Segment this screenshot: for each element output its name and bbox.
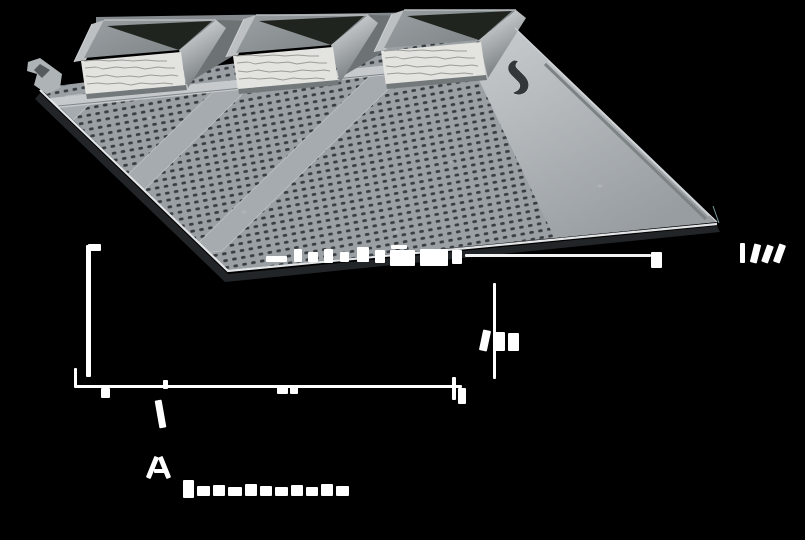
annotation-mark — [213, 485, 225, 496]
annotation-mark — [157, 455, 172, 480]
annotation-mark — [478, 329, 492, 352]
perforated-pan — [40, 28, 717, 270]
annotation-mark — [266, 256, 287, 262]
annotation-mark — [88, 244, 101, 251]
annotation-mark — [651, 252, 662, 268]
annotation-mark — [375, 250, 385, 263]
annotation-mark — [306, 487, 318, 496]
annotation-mark — [458, 388, 466, 404]
annotation-mark — [291, 485, 303, 496]
annotation-mark — [74, 368, 77, 387]
annotation-mark — [465, 254, 651, 257]
annotation-mark — [391, 245, 407, 249]
edge-highlights — [39, 27, 720, 273]
left-j-channel — [27, 58, 62, 94]
annotation-mark — [245, 484, 257, 496]
right-lock-tab — [507, 59, 530, 96]
annotation-mark — [294, 249, 302, 262]
annotation-mark — [154, 469, 165, 473]
annotation-mark — [340, 252, 349, 262]
rivet-dots — [147, 116, 603, 234]
annotation-mark — [183, 480, 194, 498]
annotation-mark — [86, 245, 91, 377]
annotation-mark — [275, 487, 288, 496]
annotation-mark — [452, 250, 462, 264]
annotation-mark — [197, 486, 210, 496]
annotation-mark — [74, 385, 462, 388]
annotation-mark — [163, 380, 168, 389]
end-margin-groove — [543, 62, 708, 221]
annotation-mark — [228, 487, 242, 496]
annotation-mark — [277, 386, 288, 394]
annotation-mark — [357, 247, 369, 262]
annotation-mark — [321, 484, 333, 496]
annotation-mark — [290, 387, 298, 394]
annotation-mark — [740, 243, 745, 263]
annotation-mark — [145, 455, 160, 480]
annotation-mark — [260, 486, 272, 496]
annotation-mark — [336, 486, 349, 496]
annotation-mark — [308, 252, 318, 262]
annotation-mark — [324, 249, 333, 263]
annotation-mark — [772, 243, 787, 264]
annotation-mark — [420, 249, 448, 266]
annotation-mark — [452, 377, 456, 400]
annotation-mark — [494, 332, 505, 351]
annotation-mark — [154, 399, 167, 429]
annotation-mark — [749, 243, 762, 264]
annotation-mark — [508, 333, 519, 351]
end-margin — [468, 28, 717, 241]
annotation-mark — [493, 283, 496, 379]
annotation-mark — [101, 388, 110, 398]
annotation-mark — [390, 250, 415, 266]
